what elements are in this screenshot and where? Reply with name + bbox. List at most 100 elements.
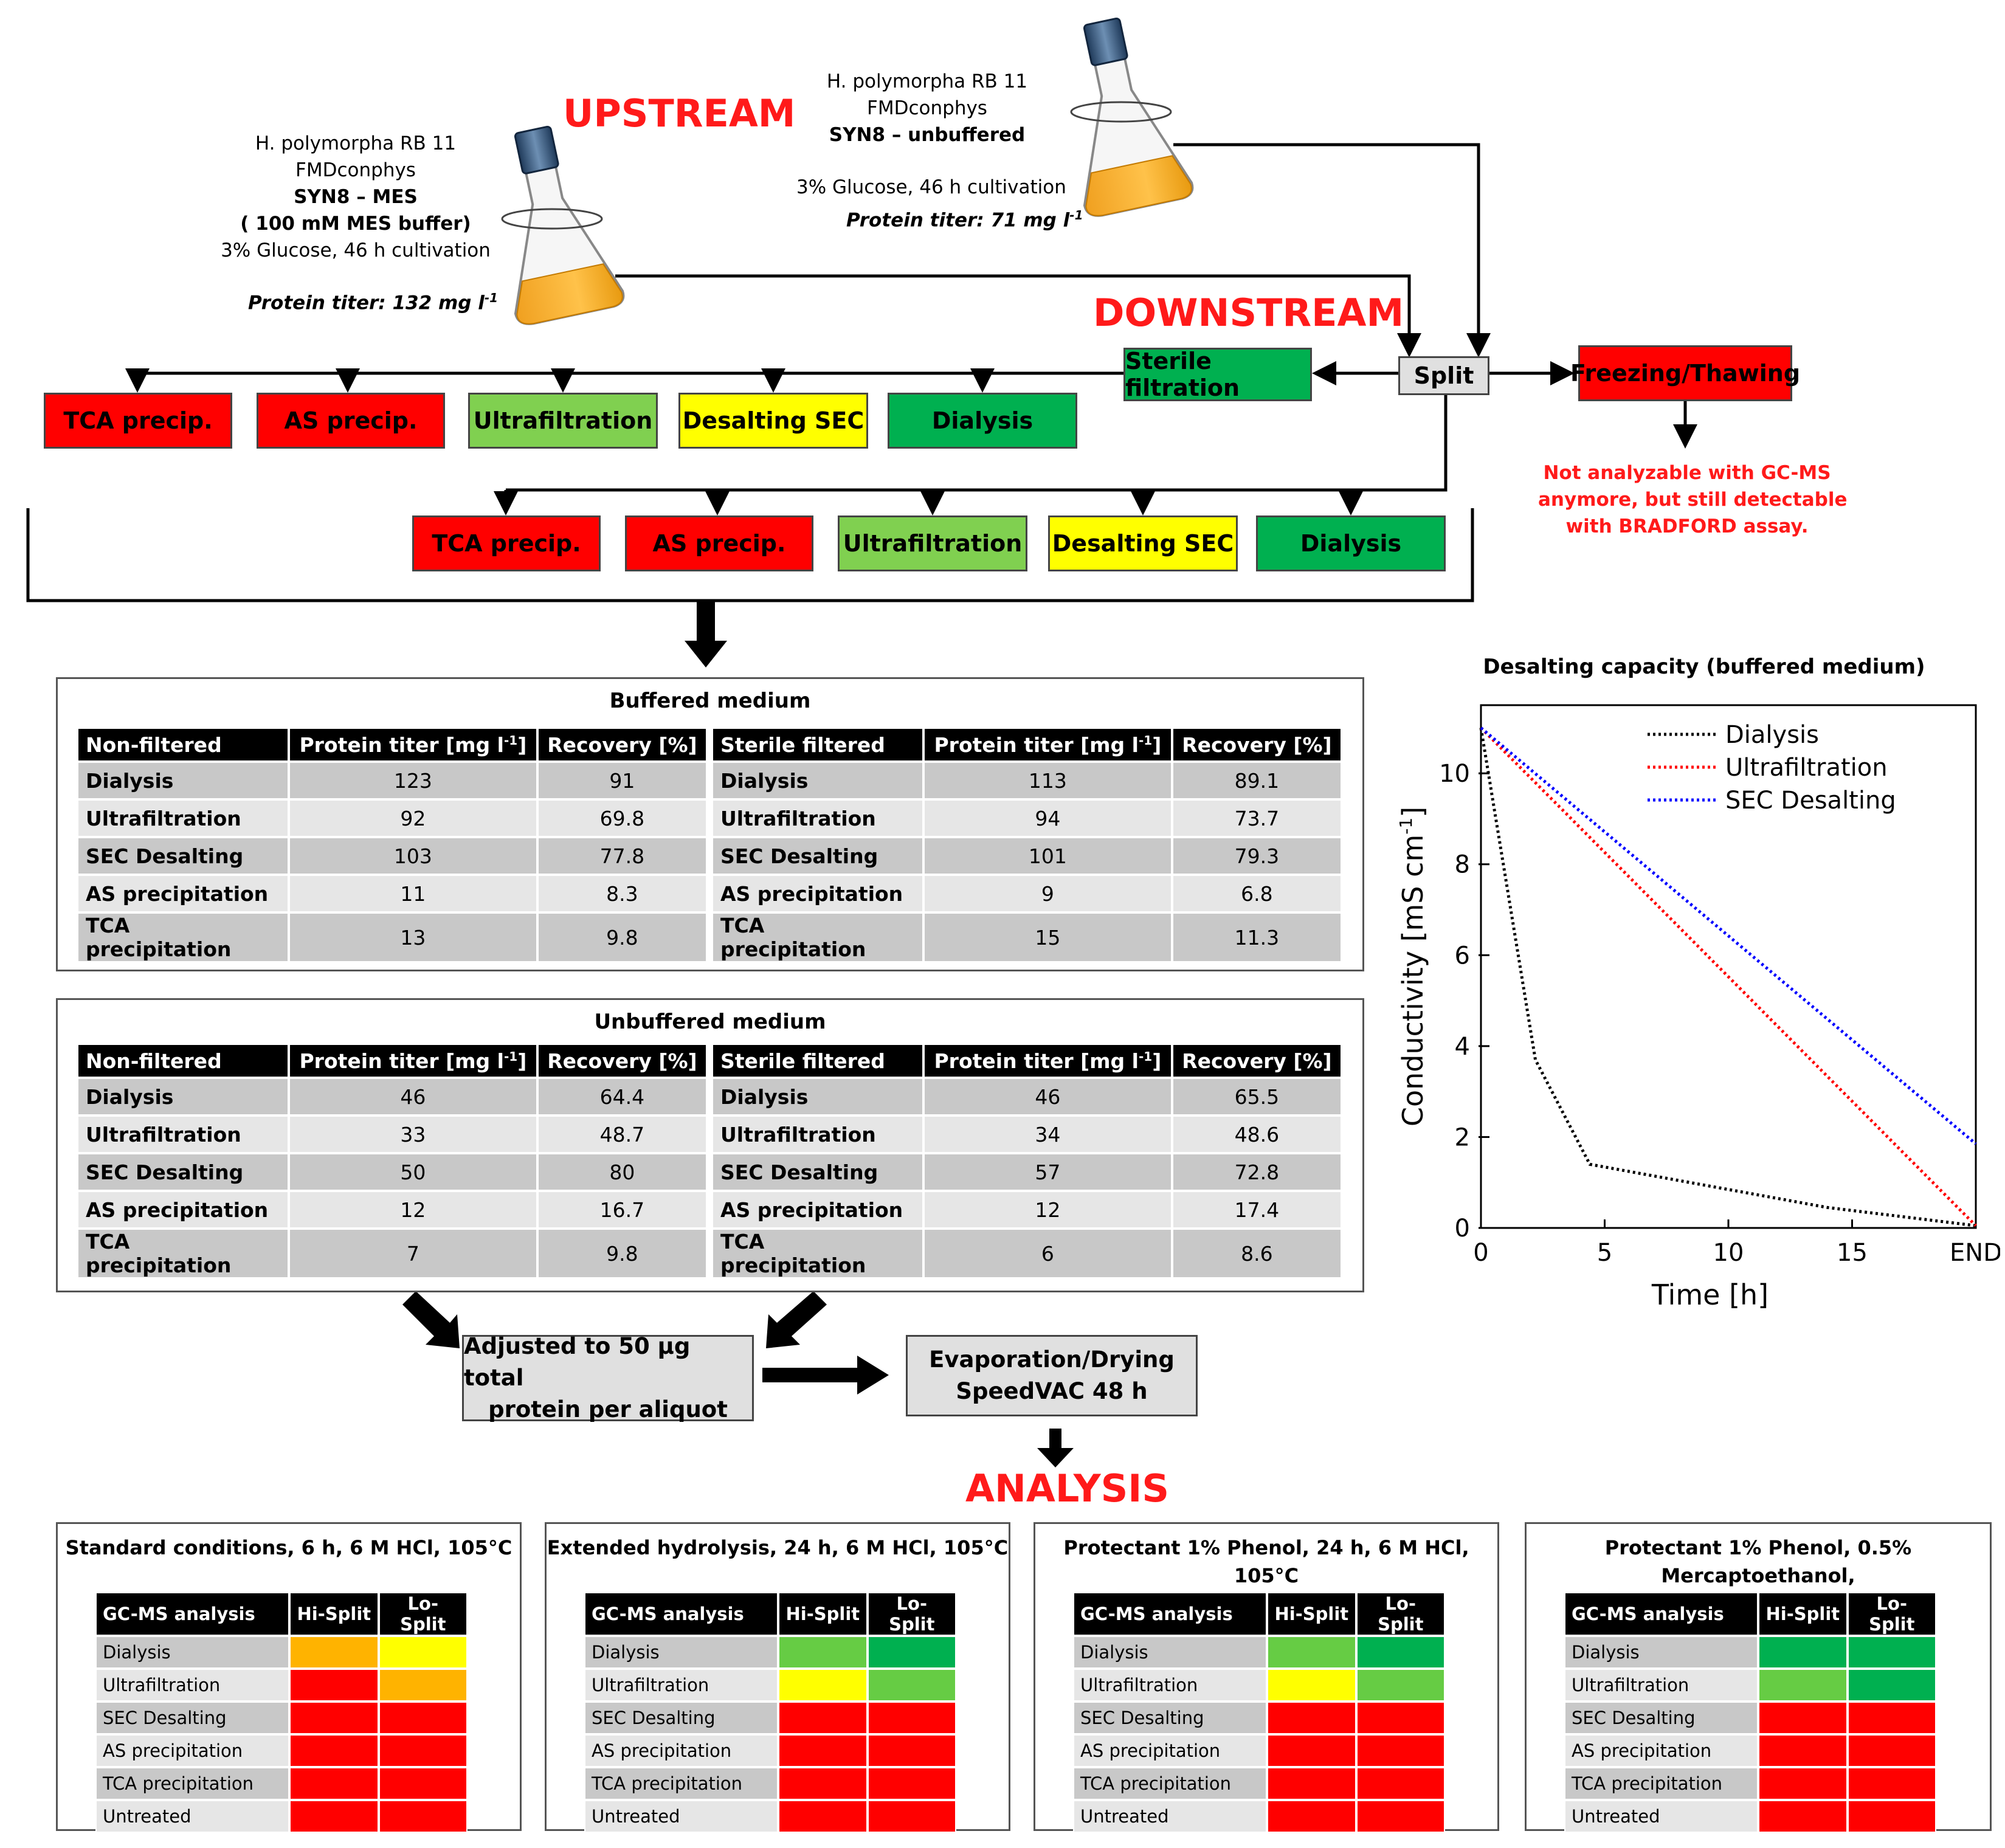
cell: 8.3 bbox=[538, 876, 706, 911]
unbuffered-sterile-table: Sterile filtered Protein titer [mg l-1] … bbox=[711, 1043, 1343, 1280]
buffered-sterile-table: Sterile filtered Protein titer [mg l-1] … bbox=[711, 726, 1343, 964]
cell: 69.8 bbox=[538, 801, 706, 836]
bottom-ultrafiltration-box: Ultrafiltration bbox=[838, 515, 1027, 571]
lo-split-cell bbox=[867, 1734, 956, 1767]
gcms-row: Ultrafiltration bbox=[1564, 1669, 1936, 1701]
hi-split-cell bbox=[1758, 1669, 1848, 1701]
gcms-panel: Protectant 1% Phenol, 0.5% Mercaptoethan… bbox=[1525, 1522, 1992, 1833]
top-tca-precip-box: TCA precip. bbox=[44, 393, 232, 449]
hi-split-cell bbox=[778, 1800, 868, 1833]
lo-split-cell bbox=[1356, 1767, 1445, 1800]
gcms-row: TCA precipitation bbox=[1073, 1767, 1445, 1800]
col-header: Non-filtered bbox=[78, 1045, 288, 1077]
cell: 34 bbox=[925, 1117, 1171, 1152]
right-strain-info: H. polymorpha RB 11 FMDconphys SYN8 – un… bbox=[790, 68, 1064, 148]
cell: 9.8 bbox=[538, 1230, 706, 1277]
gcms-col-header: GC-MS analysis bbox=[95, 1592, 290, 1636]
lo-split-cell bbox=[867, 1800, 956, 1833]
gcms-row-label: TCA precipitation bbox=[95, 1767, 290, 1800]
gcms-row-label: Ultrafiltration bbox=[1564, 1669, 1759, 1701]
left-titer-exp: -1 bbox=[484, 291, 499, 305]
cell: 48.7 bbox=[538, 1117, 706, 1152]
split-box: Split bbox=[1398, 356, 1489, 395]
series-line-sec-desalting bbox=[1480, 726, 1977, 1145]
lo-split-cell bbox=[1847, 1734, 1936, 1767]
hi-split-cell bbox=[1758, 1800, 1848, 1833]
gcms-row: TCA precipitation bbox=[1564, 1767, 1936, 1800]
lo-split-cell bbox=[1356, 1800, 1445, 1833]
downstream-heading: DOWNSTREAM bbox=[1093, 291, 1404, 335]
hi-split-cell bbox=[1758, 1767, 1848, 1800]
col-header-text: Protein titer [mg l bbox=[299, 733, 504, 757]
right-strain-line4: 3% Glucose, 46 h cultivation bbox=[796, 176, 1066, 198]
gcms-row: SEC Desalting bbox=[1564, 1701, 1936, 1734]
gcms-row: SEC Desalting bbox=[1073, 1701, 1445, 1734]
gcms-row-label: Untreated bbox=[1564, 1800, 1759, 1833]
y-tick-label: 8 bbox=[1455, 851, 1470, 879]
lo-split-cell bbox=[1356, 1669, 1445, 1701]
hi-split-cell bbox=[1267, 1734, 1356, 1767]
cell: SEC Desalting bbox=[78, 1154, 288, 1190]
lo-split-cell bbox=[378, 1669, 468, 1701]
gcms-row-label: SEC Desalting bbox=[1073, 1701, 1268, 1734]
cell: TCA precipitation bbox=[713, 914, 922, 961]
lo-split-cell bbox=[378, 1767, 468, 1800]
lo-split-cell bbox=[378, 1701, 468, 1734]
cell: 12 bbox=[290, 1192, 536, 1227]
hi-split-cell bbox=[1267, 1800, 1356, 1833]
col-header: Recovery [%] bbox=[1173, 729, 1341, 760]
col-header-exp: -1 bbox=[1138, 733, 1153, 748]
y-tick-label: 0 bbox=[1455, 1215, 1470, 1243]
gcms-row: Ultrafiltration bbox=[95, 1669, 468, 1701]
hi-split-cell bbox=[778, 1636, 868, 1669]
gcms-row-label: Dialysis bbox=[1073, 1636, 1268, 1669]
hi-split-cell bbox=[1758, 1734, 1848, 1767]
gcms-row-label: Ultrafiltration bbox=[584, 1669, 779, 1701]
x-tick-label: 5 bbox=[1597, 1239, 1612, 1267]
left-strain-line3: SYN8 – MES bbox=[294, 186, 418, 208]
cell: Ultrafiltration bbox=[713, 801, 922, 836]
gcms-panel: Extended hydrolysis, 24 h, 6 M HCl, 105°… bbox=[545, 1522, 1010, 1833]
cell: 9.8 bbox=[538, 914, 706, 961]
col-header-exp: -1 bbox=[503, 1049, 518, 1064]
gcms-panel-title: Standard conditions, 6 h, 6 M HCl, 105°C bbox=[58, 1534, 520, 1562]
adjust-line1: Adjusted to 50 µg total bbox=[464, 1333, 691, 1391]
top-desalting-sec-box: Desalting SEC bbox=[678, 393, 868, 449]
bottom-as-precip-box: AS precip. bbox=[625, 515, 813, 571]
cell: Dialysis bbox=[713, 763, 922, 798]
left-titer: Protein titer: 132 mg l-1 bbox=[248, 291, 498, 314]
hi-split-cell bbox=[289, 1800, 379, 1833]
gcms-row: Ultrafiltration bbox=[1073, 1669, 1445, 1701]
cell: 65.5 bbox=[1173, 1079, 1341, 1114]
cell: 123 bbox=[290, 763, 536, 798]
gcms-row-label: TCA precipitation bbox=[1073, 1767, 1268, 1800]
gcms-col-header: Lo-Split bbox=[1356, 1592, 1445, 1636]
bottom-tca-precip-box: TCA precip. bbox=[412, 515, 601, 571]
chart-title: Desalting capacity (buffered medium) bbox=[1483, 655, 1925, 679]
col-header: Sterile filtered bbox=[713, 729, 922, 760]
gcms-row-label: AS precipitation bbox=[584, 1734, 779, 1767]
cell: 101 bbox=[925, 838, 1171, 874]
bottom-desalting-sec-box: Desalting SEC bbox=[1048, 515, 1238, 571]
y-tick-label: 10 bbox=[1439, 760, 1470, 788]
gcms-row: AS precipitation bbox=[95, 1734, 468, 1767]
desalting-chart: Desalting capacity (buffered medium)0246… bbox=[1396, 655, 2000, 1311]
gcms-panel-title-line1: Standard conditions, 6 h, 6 M HCl, 105°C bbox=[65, 1536, 512, 1559]
freezing-note-line2: anymore, but still detectable bbox=[1538, 489, 1848, 511]
gcms-col-header: GC-MS analysis bbox=[1564, 1592, 1759, 1636]
col-header: Sterile filtered bbox=[713, 1045, 922, 1077]
lo-split-cell bbox=[1847, 1800, 1936, 1833]
cell: 17.4 bbox=[1173, 1192, 1341, 1227]
cell: 72.8 bbox=[1173, 1154, 1341, 1190]
cell: 7 bbox=[290, 1230, 536, 1277]
top-ultrafiltration-box: Ultrafiltration bbox=[468, 393, 658, 449]
top-dialysis-box: Dialysis bbox=[888, 393, 1077, 449]
left-strain-line4: ( 100 mM MES buffer) bbox=[240, 213, 471, 235]
lo-split-cell bbox=[378, 1636, 468, 1669]
